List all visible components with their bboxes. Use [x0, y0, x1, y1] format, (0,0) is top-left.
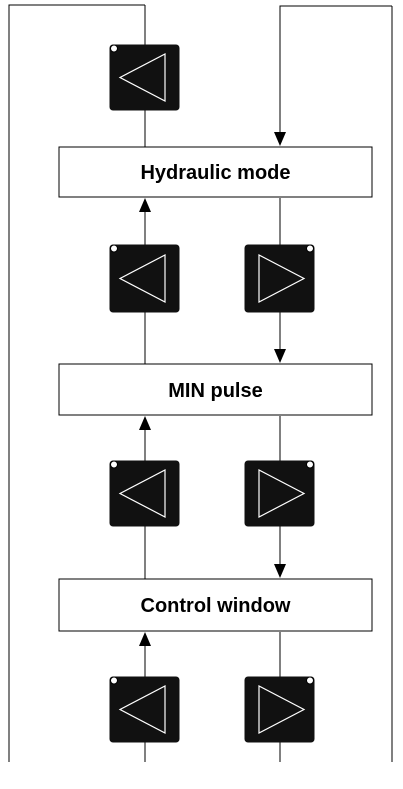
arrowhead-down-2	[274, 349, 286, 363]
led-indicator	[306, 244, 314, 253]
arrowhead-up-2	[139, 416, 151, 430]
left-triangle-icon	[118, 254, 166, 303]
menu-item-label: Control window	[141, 595, 291, 617]
arrowhead-up-3	[139, 632, 151, 646]
previous-button-1[interactable]	[109, 44, 180, 111]
right-triangle-icon	[258, 685, 306, 734]
flow-lines	[8, 4, 393, 762]
previous-button-2[interactable]	[109, 244, 180, 313]
previous-button-4[interactable]	[109, 676, 180, 743]
left-triangle-icon	[118, 469, 166, 518]
led-indicator	[110, 676, 118, 685]
arrowhead-down-3	[274, 564, 286, 578]
next-button-3[interactable]	[244, 676, 315, 743]
outer-left-line	[8, 4, 145, 762]
left-triangle-icon	[118, 53, 166, 102]
led-indicator	[110, 44, 118, 53]
arrowhead-up-1	[139, 198, 151, 212]
menu-item-hydraulic-mode: Hydraulic mode	[58, 146, 373, 198]
led-indicator	[306, 676, 314, 685]
led-indicator	[110, 460, 118, 469]
led-indicator	[110, 244, 118, 253]
top-entry-line	[279, 5, 392, 133]
menu-item-control-window: Control window	[58, 578, 373, 632]
next-button-1[interactable]	[244, 244, 315, 313]
next-button-2[interactable]	[244, 460, 315, 527]
arrowheads	[139, 132, 286, 646]
outer-right-line	[391, 5, 393, 762]
previous-button-3[interactable]	[109, 460, 180, 527]
arrowhead-down-1	[274, 132, 286, 146]
menu-item-min-pulse: MIN pulse	[58, 363, 373, 416]
right-triangle-icon	[258, 254, 306, 303]
right-triangle-icon	[258, 469, 306, 518]
left-triangle-icon	[118, 685, 166, 734]
menu-item-label: MIN pulse	[168, 380, 262, 402]
menu-item-label: Hydraulic mode	[140, 162, 290, 184]
led-indicator	[306, 460, 314, 469]
